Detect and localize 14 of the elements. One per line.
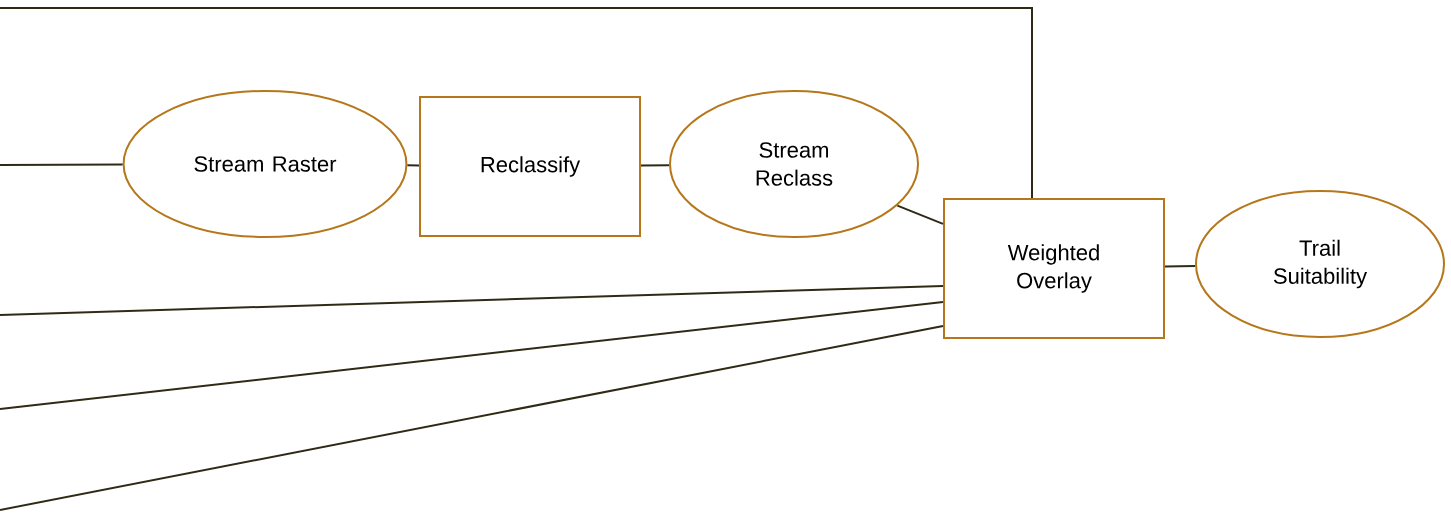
connector-line — [0, 7, 1033, 199]
connector-line — [0, 285, 944, 316]
oval-node: Stream Raster — [122, 90, 408, 238]
oval-node: Trail Suitability — [1195, 190, 1445, 338]
connector-line — [896, 204, 944, 225]
connector-line — [406, 164, 420, 167]
connector-line — [0, 325, 944, 511]
connector-line — [0, 301, 944, 410]
connector-line — [0, 163, 124, 166]
process-box: Weighted Overlay — [943, 198, 1165, 339]
connector-line — [1164, 265, 1197, 268]
oval-node: Stream Reclass — [669, 90, 919, 238]
connector-line — [640, 164, 671, 167]
process-box: Reclassify — [419, 96, 641, 237]
